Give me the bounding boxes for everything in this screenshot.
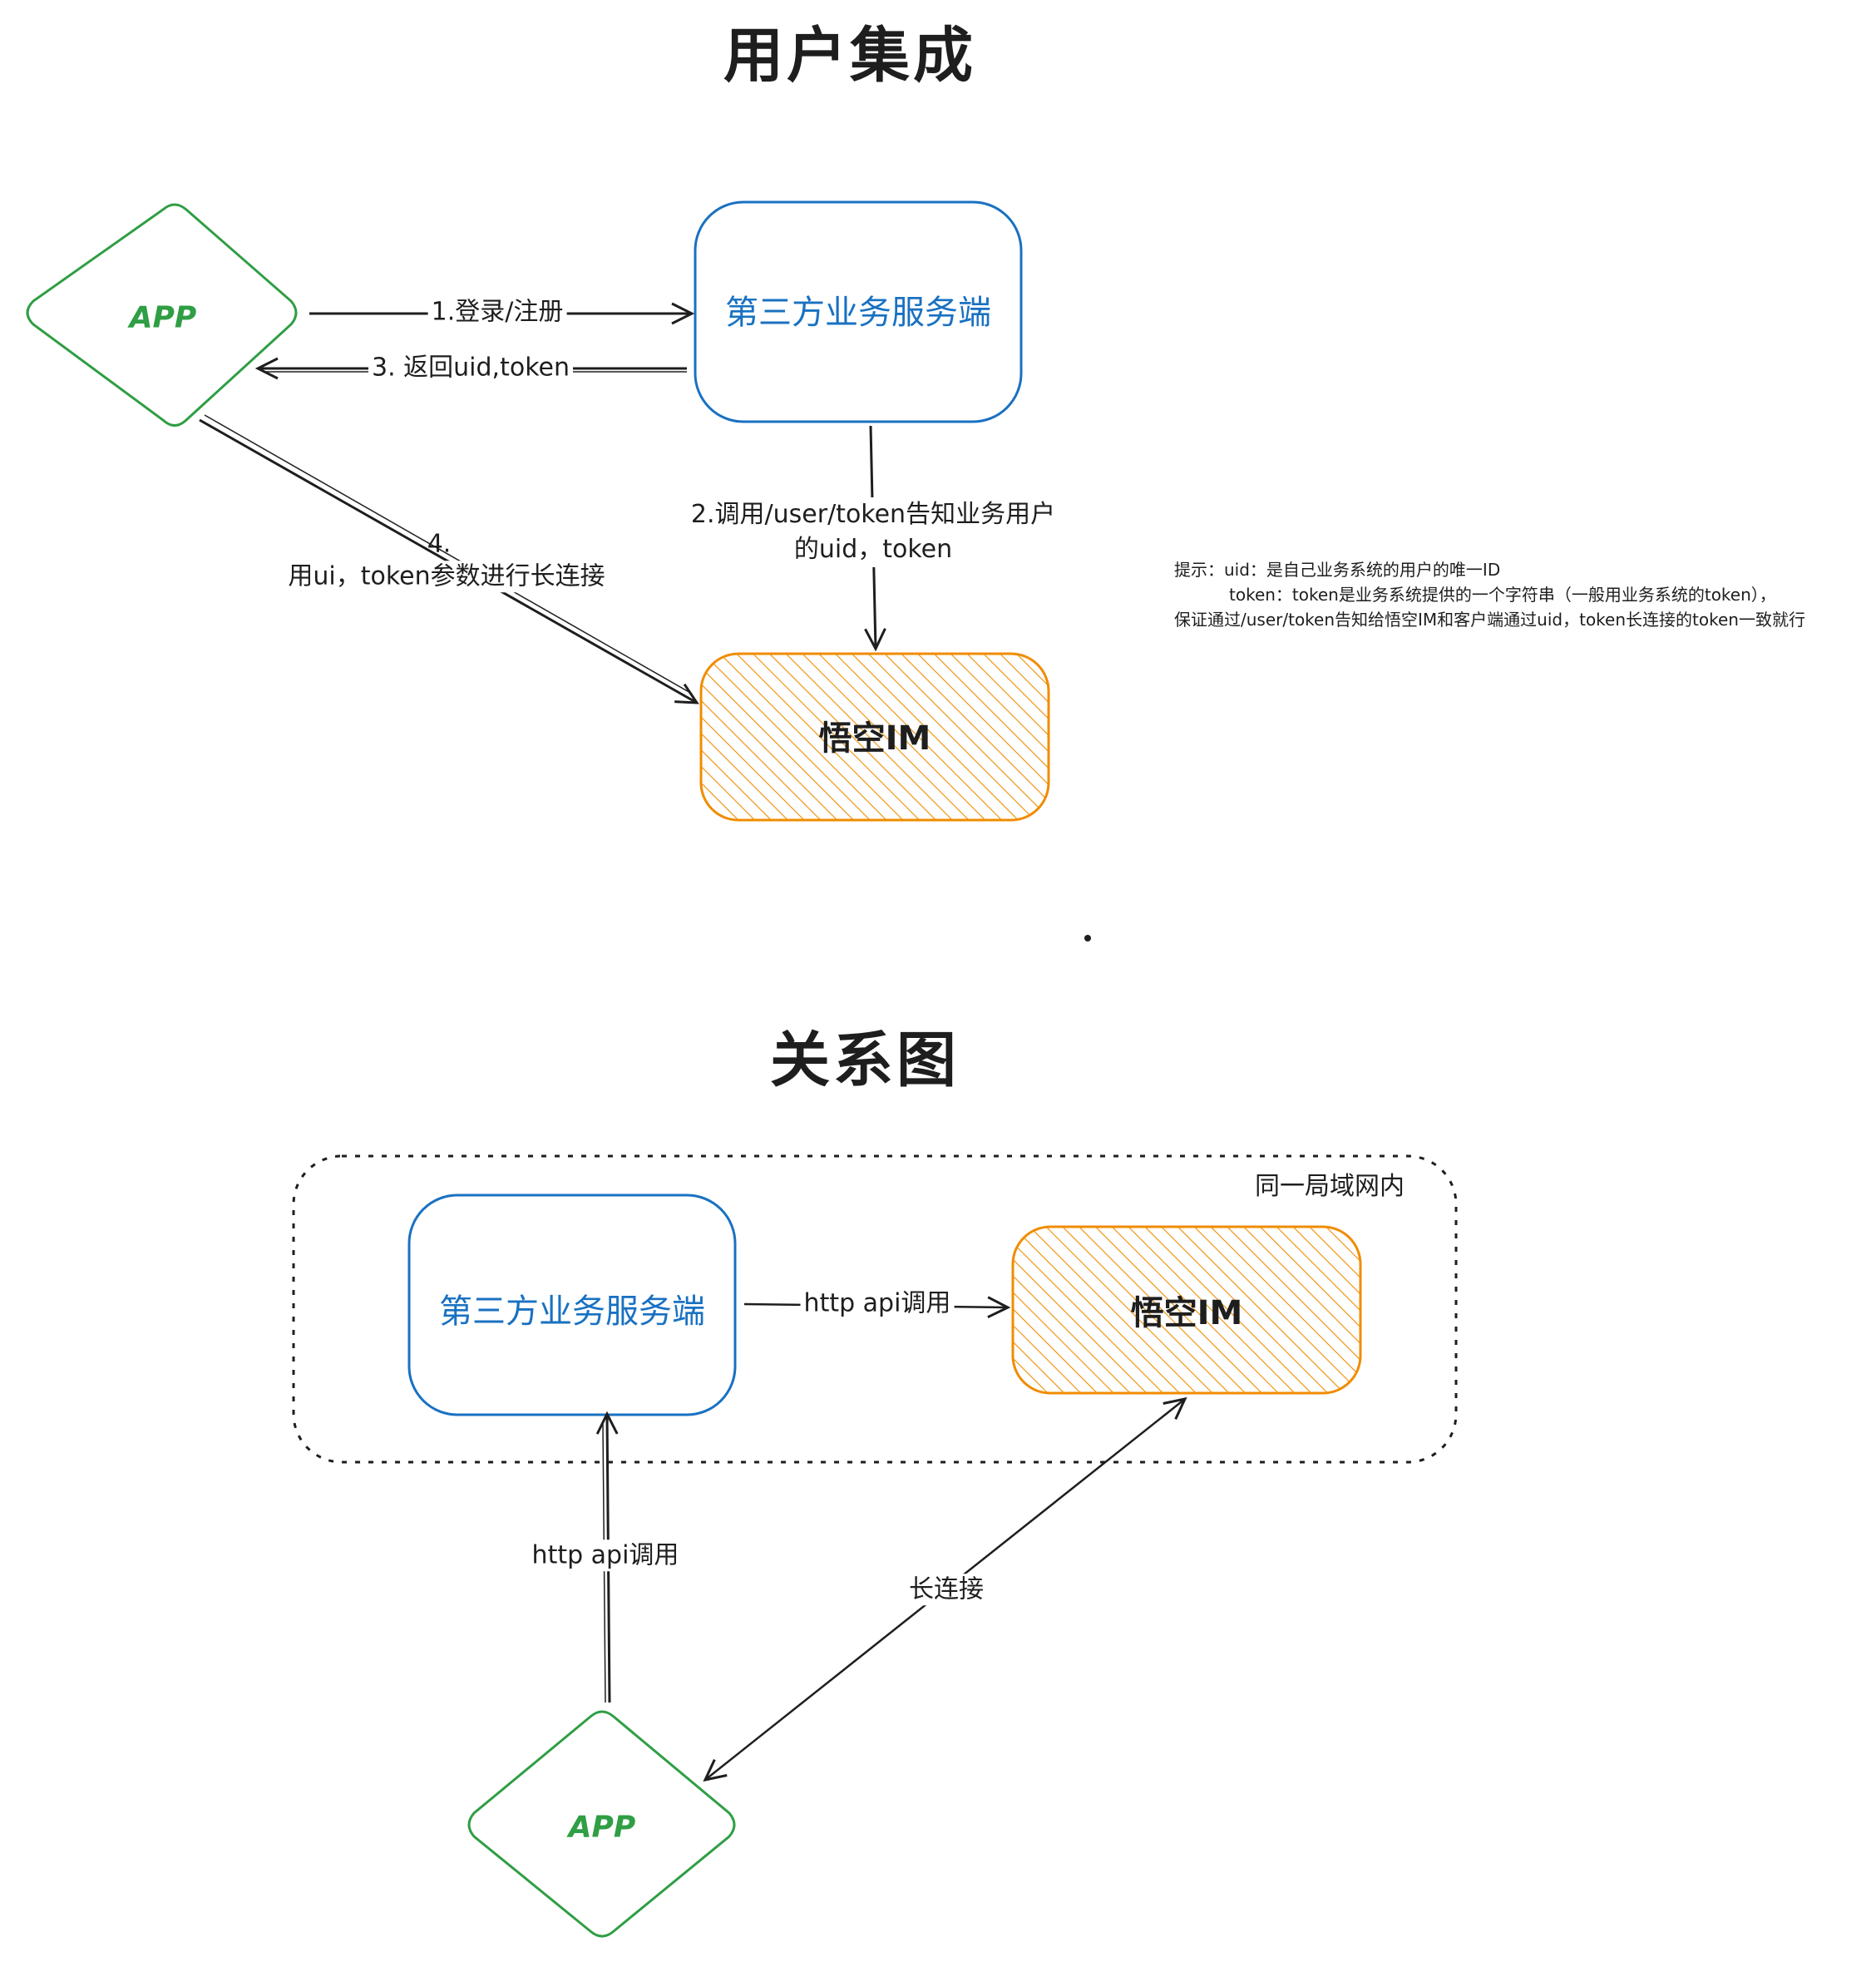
edge-long-connect-step: 4.	[427, 529, 452, 559]
wukong-im-label-top: 悟空IM	[818, 719, 931, 758]
hint-line-3: 保证通过/user/token告知给悟空IM和客户端通过uid，token长连接…	[1174, 610, 1805, 630]
business-server-box-bottom[interactable]	[407, 1194, 737, 1416]
stray-dot	[1084, 935, 1091, 941]
app-diamond-bottom[interactable]	[467, 1710, 736, 1938]
edge-return-label: 3. 返回uid,token	[368, 352, 573, 383]
edge-login-label: 1.登录/注册	[427, 296, 567, 328]
app-diamond-top[interactable]	[26, 203, 298, 427]
edge-long-connect-label: 用ui，token参数进行长连接	[284, 561, 609, 592]
edge-call-user-token-label: 2.调用/user/token告知业务用户的uid，token	[683, 497, 1064, 567]
wukong-im-box-bottom[interactable]	[1011, 1225, 1362, 1395]
integration-title: 用户集成	[723, 20, 977, 91]
hint-line-1: 提示：uid：是自己业务系统的用户的唯一ID	[1174, 560, 1501, 580]
wukong-im-box-top[interactable]	[699, 652, 1050, 822]
app-label-bottom: APP	[568, 1810, 636, 1845]
business-server-label-bottom: 第三方业务服务端	[439, 1292, 705, 1331]
relationship-title: 关系图	[769, 1025, 960, 1095]
edge-app-to-server-label: http api调用	[528, 1539, 683, 1571]
edge-app-to-im-label: 长连接	[906, 1574, 987, 1605]
app-label-top: APP	[129, 300, 197, 335]
hint-line-2: token：token是业务系统提供的一个字符串（一般用业务系统的token），	[1229, 585, 1776, 605]
business-server-label-top: 第三方业务服务端	[725, 294, 991, 332]
business-server-box-top[interactable]	[694, 200, 1023, 423]
wukong-im-label-bottom: 悟空IM	[1130, 1294, 1243, 1332]
edge-server-to-im-label: http api调用	[800, 1287, 955, 1319]
lan-label: 同一局域网内	[1255, 1172, 1405, 1201]
